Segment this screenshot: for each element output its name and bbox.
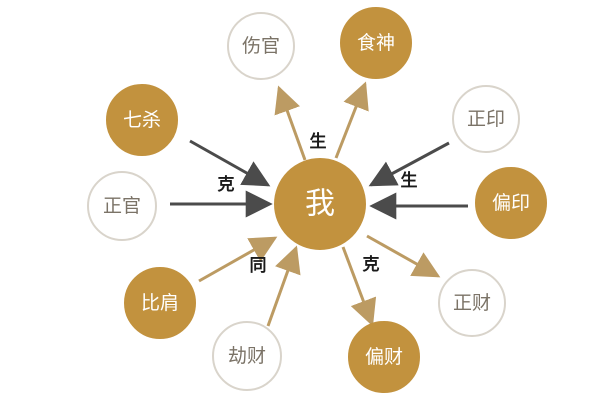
arrow-bijian-to-me bbox=[198, 236, 278, 283]
arrow-me-to-piancai bbox=[341, 246, 377, 327]
edge-label-sheng-top: 生 bbox=[310, 131, 327, 152]
edge-label-sheng-right: 生 bbox=[401, 170, 418, 191]
arrow-qisha-to-me bbox=[189, 139, 271, 187]
arrow-me-to-shangguan bbox=[274, 85, 307, 161]
node-shishen-label: 食神 bbox=[357, 32, 395, 54]
node-jiecai-label: 劫财 bbox=[228, 345, 266, 367]
node-zhengcai-circle bbox=[438, 269, 506, 337]
node-zhengguan-label: 正官 bbox=[103, 195, 141, 217]
arrow-me-to-shishen bbox=[334, 81, 369, 159]
arrow-me-to-zhengcai bbox=[366, 234, 441, 278]
node-zhengyin-circle bbox=[452, 85, 520, 153]
edge-label-ke-left: 克 bbox=[218, 174, 235, 195]
node-shangguan-circle bbox=[227, 12, 295, 80]
arrow-jiecai-to-me bbox=[266, 245, 301, 327]
node-pianyin-label: 偏印 bbox=[492, 192, 530, 214]
node-bijian-circle bbox=[124, 267, 196, 339]
edge-label-ke-bottom: 克 bbox=[363, 254, 380, 275]
center-node-label: 我 bbox=[305, 187, 335, 222]
arrow-zhengyin-to-me bbox=[368, 141, 450, 187]
node-shishen-circle bbox=[340, 7, 412, 79]
node-qisha-label: 七杀 bbox=[123, 109, 161, 131]
node-qisha-circle bbox=[106, 84, 178, 156]
node-zhengcai-label: 正财 bbox=[453, 292, 491, 314]
node-piancai-label: 偏财 bbox=[365, 346, 403, 368]
edge-labels-group: 生 生 克 同 克 bbox=[218, 131, 418, 276]
center-node-circle bbox=[274, 158, 366, 250]
nodes-group: 伤官 食神 七杀 正印 正官 偏印 比肩 正财 劫财 偏财 我 bbox=[87, 7, 547, 393]
node-jiecai-circle bbox=[212, 321, 282, 391]
node-zhengguan-circle bbox=[87, 171, 157, 241]
edge-label-tong: 同 bbox=[250, 256, 267, 276]
node-bijian-label: 比肩 bbox=[141, 292, 179, 314]
node-zhengyin-label: 正印 bbox=[467, 108, 505, 130]
node-shangguan-label: 伤官 bbox=[242, 35, 280, 57]
arrows-group bbox=[170, 81, 468, 327]
node-pianyin-circle bbox=[475, 167, 547, 239]
node-piancai-circle bbox=[348, 321, 420, 393]
